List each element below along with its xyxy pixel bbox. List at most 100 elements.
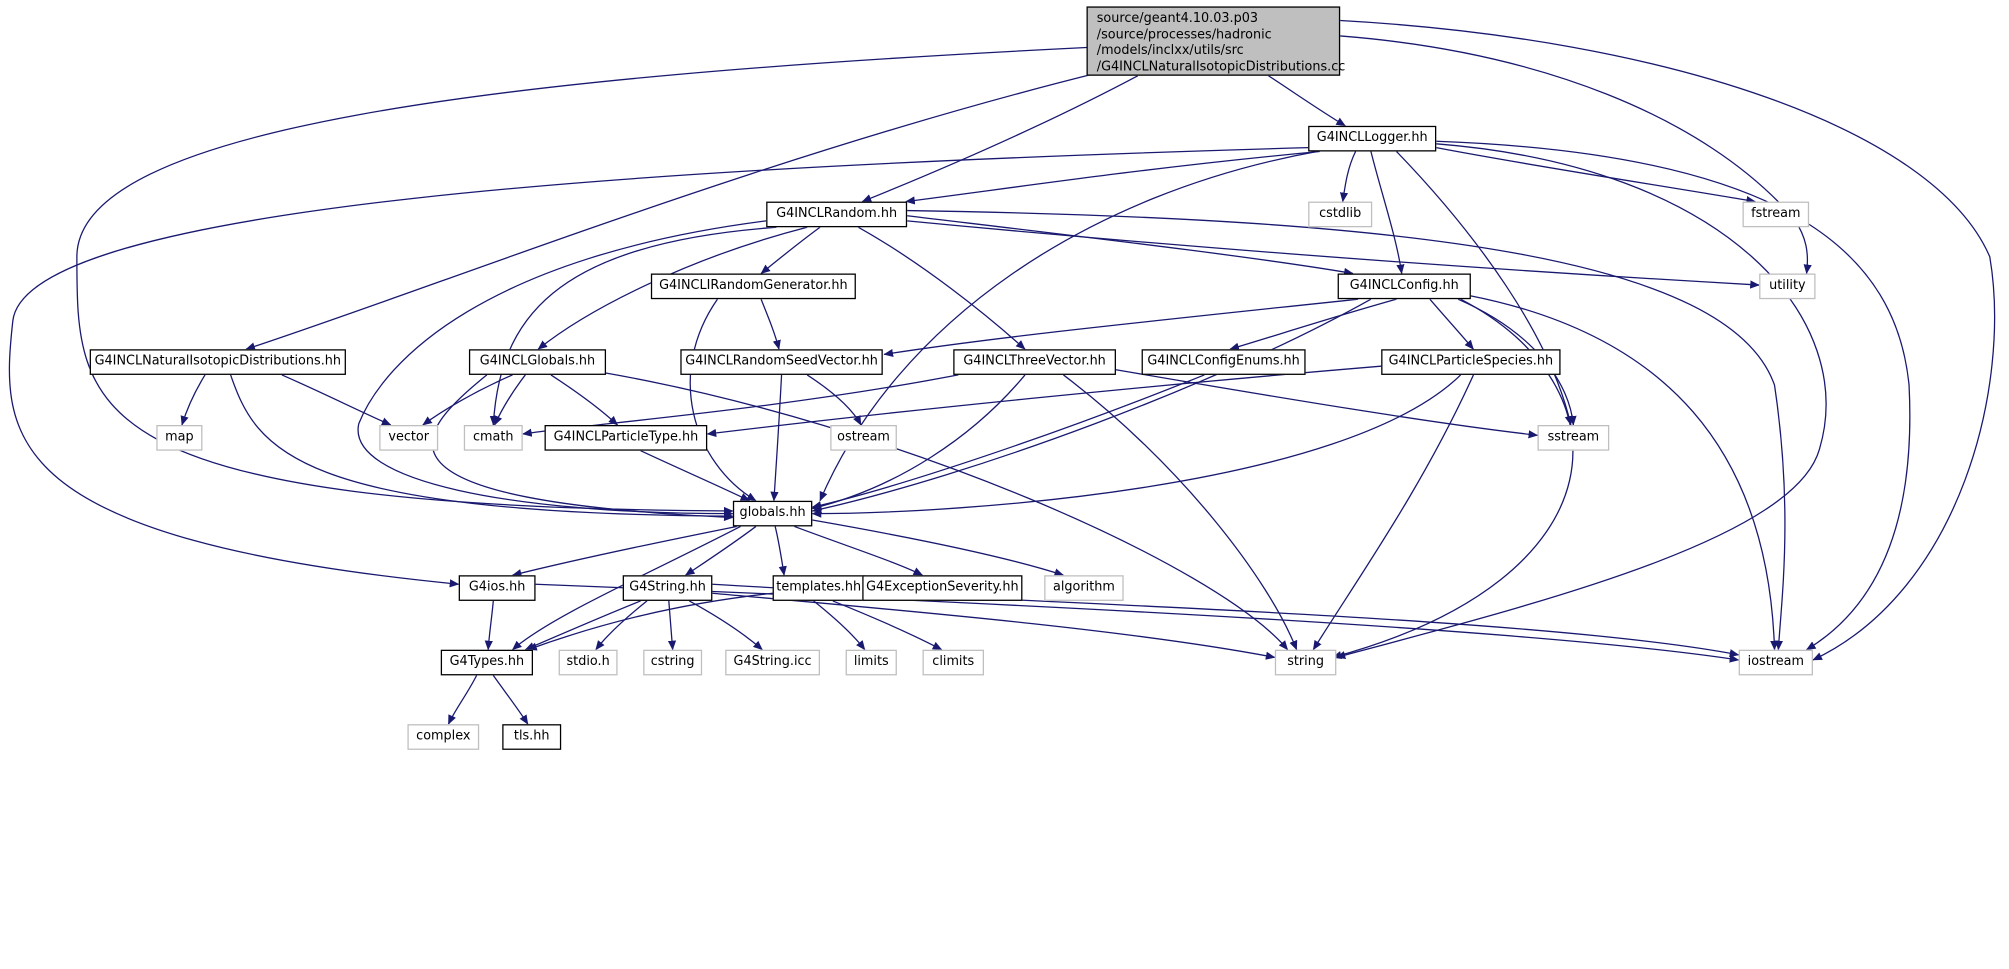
edge-logger-cstdlib [1339, 151, 1357, 203]
edge-root-random [861, 75, 1139, 203]
edge-random-globals [537, 226, 808, 350]
edge-particlespecies-string [1312, 374, 1475, 651]
root-line-2: /source/processes/hadronic [1096, 27, 1272, 42]
node-stdio-h[interactable]: stdio.h [558, 649, 618, 676]
node-cstring[interactable]: cstring [643, 649, 703, 676]
edge-globalshh-exceptionseverity [794, 525, 924, 576]
node-globals-hh[interactable]: globals.hh [732, 500, 813, 527]
node-g4incl-config-enums[interactable]: G4INCLConfigEnums.hh [1141, 349, 1306, 375]
edge-natiso-globalshh [230, 374, 734, 521]
edge-threevector-sstream [1115, 369, 1539, 439]
node-templates[interactable]: templates.hh [772, 575, 865, 601]
edge-globals-vector [422, 374, 513, 426]
edge-config-configenums [1229, 298, 1397, 351]
node-g4inclrandom[interactable]: G4INCLRandom.hh [766, 201, 908, 228]
edge-templates-g4types [527, 592, 773, 651]
dependency-edges [8, 19, 1996, 725]
node-g4types[interactable]: G4Types.hh [440, 649, 533, 676]
edge-g4ios-g4types [484, 600, 494, 651]
edge-logger-sstream [1396, 151, 1573, 426]
edge-root-utility [1340, 35, 1812, 275]
edge-logger-g4ios [8, 147, 1309, 588]
edge-root-natiso [245, 71, 1103, 351]
edge-random-globalshh [357, 220, 767, 518]
edge-globalshh-g4types [512, 525, 741, 651]
edge-g4string-g4types [524, 600, 641, 651]
node-fstream[interactable]: fstream [1742, 201, 1810, 228]
edge-random-config [907, 215, 1354, 277]
edge-random-irandomgen [760, 226, 821, 274]
edge-logger-string [1335, 143, 1827, 660]
edge-globals-globalshh [431, 374, 734, 522]
root-line-1: source/geant4.10.03.p03 [1096, 11, 1259, 26]
edge-globalshh-g4string [684, 525, 757, 576]
edge-seedvector-ostream [806, 374, 862, 426]
node-g4string-icc[interactable]: G4String.icc [725, 649, 820, 676]
edge-random-threevector [858, 226, 1026, 350]
node-map[interactable]: map [156, 425, 203, 451]
edge-templates-climits [832, 600, 943, 651]
edge-globals-string [602, 371, 1289, 651]
node-g4ios[interactable]: G4ios.hh [458, 575, 536, 601]
node-tls[interactable]: tls.hh [502, 724, 562, 750]
edge-natiso-vector [281, 374, 392, 426]
node-g4incl-particle-species[interactable]: G4INCLParticleSpecies.hh [1381, 349, 1561, 375]
edge-g4string-cstring [667, 600, 677, 651]
root-line-3: /models/inclxx/utils/src [1096, 43, 1244, 58]
node-g4string[interactable]: G4String.hh [622, 575, 713, 601]
node-cmath[interactable]: cmath [463, 425, 523, 451]
edge-logger-fstream [1436, 147, 1756, 205]
edge-globalshh-templates [774, 526, 787, 576]
node-g4incl-natural-isotopic-distributions[interactable]: G4INCLNaturalIsotopicDistributions.hh [89, 349, 346, 375]
edge-config-iostream [1468, 294, 1779, 651]
node-g4inclglobals[interactable]: G4INCLGlobals.hh [468, 349, 607, 375]
edge-root-globalshh [76, 46, 1087, 516]
edge-logger-iostream [1436, 140, 1911, 651]
edge-configenums-globalshh [811, 374, 1205, 510]
edge-globals-particletype [550, 374, 619, 426]
node-climits[interactable]: climits [922, 649, 984, 676]
root-file-node[interactable]: source/geant4.10.03.p03 /source/processe… [1086, 6, 1346, 76]
node-algorithm[interactable]: algorithm [1044, 575, 1124, 601]
root-line-4: /G4INCLNaturalIsotopicDistributions.cc [1096, 59, 1346, 74]
edge-root-logger [1268, 75, 1346, 127]
node-g4incllogger[interactable]: G4INCLLogger.hh [1308, 125, 1437, 152]
edge-logger-random [905, 150, 1320, 205]
edge-irandomgen-globalshh [689, 298, 757, 502]
node-g4incl-particle-type[interactable]: G4INCLParticleType.hh [544, 425, 708, 451]
node-utility[interactable]: utility [1759, 273, 1816, 300]
node-ostream[interactable]: ostream [830, 425, 897, 451]
edge-threevector-string [1063, 374, 1298, 651]
node-g4-exception-severity[interactable]: G4ExceptionSeverity.hh [862, 575, 1023, 601]
edge-random-iostream [907, 209, 1786, 651]
edge-globalshh-algorithm [812, 519, 1065, 577]
edge-config-particlespecies [1429, 298, 1474, 350]
edge-irandomgen-seedvector [760, 298, 781, 350]
edge-particlespecies-globalshh [811, 374, 1462, 518]
node-g4inclconfig[interactable]: G4INCLConfig.hh [1337, 273, 1471, 300]
edge-g4string-string [712, 592, 1276, 660]
node-string[interactable]: string [1274, 649, 1337, 676]
edge-seedvector-globalshh [770, 374, 783, 502]
node-sstream[interactable]: sstream [1537, 425, 1610, 451]
edge-config-seedvector [883, 298, 1359, 358]
node-limits[interactable]: limits [845, 649, 897, 676]
node-g4incl-irandom-generator[interactable]: G4INCLIRandomGenerator.hh [650, 273, 856, 300]
edge-random-utility [907, 220, 1760, 289]
node-g4incl-three-vector[interactable]: G4INCLThreeVector.hh [953, 349, 1116, 375]
node-iostream[interactable]: iostream [1738, 649, 1813, 676]
edge-particletype-globalshh [640, 450, 751, 502]
edge-root-iostream [1340, 19, 1996, 661]
edge-templates-limits [813, 600, 866, 651]
node-g4incl-random-seed-vector[interactable]: G4INCLRandomSeedVector.hh [680, 349, 883, 375]
edge-natiso-map [180, 374, 206, 426]
edge-globalshh-g4ios [511, 525, 737, 578]
edge-logger-config [1370, 151, 1405, 275]
edge-config-globalshh [811, 298, 1372, 514]
edge-g4string-g4stringicc [689, 600, 763, 651]
edge-g4types-tls [492, 675, 529, 725]
node-cstdlib[interactable]: cstdlib [1308, 201, 1373, 228]
node-complex[interactable]: complex [407, 724, 480, 750]
node-vector[interactable]: vector [379, 425, 439, 451]
edge-g4types-complex [447, 675, 478, 725]
